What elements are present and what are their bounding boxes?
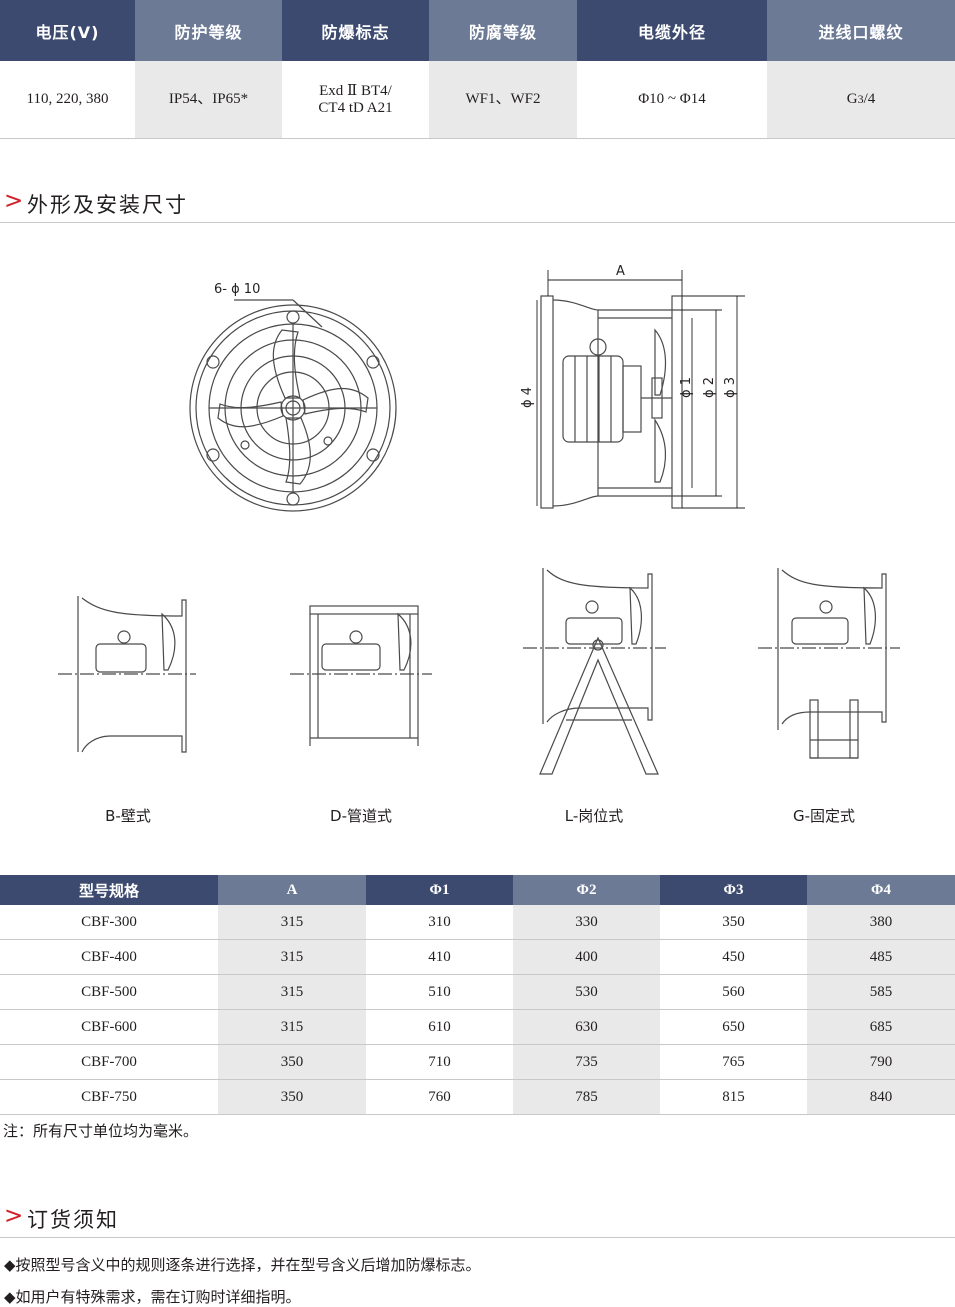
- dims-cell-phi3: 650: [722, 1018, 745, 1035]
- section-order-header: > 订货须知: [0, 1203, 955, 1238]
- dim-phi3-label: ϕ 3: [723, 377, 738, 398]
- table-row: CBF-600 315 610 630 650 685: [0, 1010, 955, 1045]
- dim-phi2-label: ϕ 2: [702, 377, 717, 398]
- dims-cell-a: 315: [218, 940, 366, 974]
- front-view-drawing: [189, 304, 397, 512]
- table-row: CBF-700 350 710 735 765 790: [0, 1045, 955, 1080]
- dims-cell-phi3: 765: [722, 1053, 745, 1070]
- dims-cell-model: CBF-750: [81, 1088, 137, 1105]
- spec-header-cable-diameter: 电缆外径: [577, 0, 767, 61]
- spec-inlet-thread-num: 3: [857, 92, 864, 106]
- dims-cell-a: 350: [218, 1045, 366, 1079]
- spec-table-header: 电压(V) 防护等级 防爆标志 防腐等级 电缆外径 进线口螺纹: [0, 0, 955, 61]
- spec-inlet-thread: G 3/4: [767, 61, 955, 138]
- spec-explosion-mark-line2: CT4 tD A21: [318, 99, 393, 116]
- spec-explosion-mark-line1: Exd Ⅱ BT4/: [319, 82, 392, 99]
- dims-header-a: A: [218, 875, 366, 905]
- dims-cell-phi2: 530: [513, 975, 660, 1009]
- dims-header-phi3: Φ3: [660, 875, 807, 905]
- dims-cell-phi2: 735: [513, 1045, 660, 1079]
- dims-cell-phi3: 815: [722, 1088, 745, 1105]
- dimensions-table-header: 型号规格 A Φ1 Φ2 Φ3 Φ4: [0, 875, 955, 905]
- mount-g-fixed-drawing: [758, 568, 900, 759]
- spec-explosion-mark: Exd Ⅱ BT4/ CT4 tD A21: [282, 61, 429, 138]
- dims-cell-model: CBF-300: [81, 913, 137, 930]
- dims-header-model: 型号规格: [0, 875, 218, 905]
- dims-cell-phi1: 760: [428, 1088, 451, 1105]
- spec-header-voltage: 电压(V): [0, 0, 135, 61]
- dims-cell-phi2: 330: [513, 905, 660, 939]
- mount-b-wall-drawing: [58, 596, 196, 753]
- dims-cell-phi1: 610: [428, 1018, 451, 1035]
- caption-l-post: L-岗位式: [564, 807, 624, 825]
- spec-inlet-thread-den: /4: [863, 91, 876, 107]
- dim-phi4-label: ϕ 4: [520, 387, 535, 408]
- dims-cell-model: CBF-400: [81, 948, 137, 965]
- dims-cell-phi1: 510: [428, 983, 451, 1000]
- dims-cell-phi4: 840: [807, 1080, 955, 1114]
- dims-cell-phi2: 785: [513, 1080, 660, 1114]
- table-row: CBF-400 315 410 400 450 485: [0, 940, 955, 975]
- caption-g-fixed: G-固定式: [792, 807, 856, 825]
- section-arrow-icon: >: [4, 188, 24, 214]
- spec-table-row: 110, 220, 380 IP54、IP65* Exd Ⅱ BT4/ CT4 …: [0, 61, 955, 139]
- dims-cell-phi4: 790: [807, 1045, 955, 1079]
- spec-header-anticorrosion: 防腐等级: [429, 0, 577, 61]
- mount-d-duct-drawing: [290, 605, 432, 746]
- spec-header-explosion-mark: 防爆标志: [282, 0, 429, 61]
- section-title: 外形及安装尺寸: [27, 193, 188, 217]
- dims-cell-phi1: 310: [428, 913, 451, 930]
- dims-cell-phi3: 350: [722, 913, 745, 930]
- dim-a-label: A: [616, 264, 625, 279]
- side-dimension-lines: [536, 270, 745, 509]
- spec-anticorrosion: WF1、WF2: [429, 61, 577, 138]
- section-title: 订货须知: [27, 1208, 119, 1232]
- front-leader-line: [292, 299, 323, 328]
- dims-cell-model: CBF-600: [81, 1018, 137, 1035]
- dims-cell-phi3: 560: [722, 983, 745, 1000]
- spec-header-protection: 防护等级: [135, 0, 282, 61]
- front-hole-label: 6- ϕ 10: [214, 282, 260, 297]
- dims-cell-phi4: 585: [807, 975, 955, 1009]
- spec-protection: IP54、IP65*: [135, 61, 282, 138]
- dims-cell-a: 315: [218, 905, 366, 939]
- spec-voltage: 110, 220, 380: [26, 91, 109, 107]
- spec-header-inlet-thread: 进线口螺纹: [767, 0, 955, 61]
- dims-cell-phi2: 630: [513, 1010, 660, 1044]
- spec-cable-diameter: Φ10 ~ Φ14: [638, 91, 706, 107]
- caption-b-wall: B-壁式: [105, 807, 151, 825]
- dims-cell-model: CBF-500: [81, 983, 137, 1000]
- dims-header-phi2: Φ2: [513, 875, 660, 905]
- caption-d-duct: D-管道式: [330, 807, 392, 825]
- dims-cell-phi4: 485: [807, 940, 955, 974]
- dims-cell-a: 350: [218, 1080, 366, 1114]
- drawings-svg: 6- ϕ 10 A ϕ 4 ϕ 1 ϕ 2 ϕ 3: [58, 264, 900, 775]
- table-row: CBF-750 350 760 785 815 840: [0, 1080, 955, 1115]
- dims-cell-a: 315: [218, 1010, 366, 1044]
- side-view-drawing: [540, 295, 683, 509]
- dims-cell-model: CBF-700: [81, 1053, 137, 1070]
- dims-cell-phi4: 685: [807, 1010, 955, 1044]
- dims-cell-phi2: 400: [513, 940, 660, 974]
- dim-phi1-label: ϕ 1: [679, 377, 694, 398]
- dims-header-phi1: Φ1: [366, 875, 513, 905]
- section-arrow-icon: >: [4, 1203, 24, 1229]
- dims-cell-phi1: 410: [428, 948, 451, 965]
- dims-cell-phi1: 710: [428, 1053, 451, 1070]
- table-row: CBF-500 315 510 530 560 585: [0, 975, 955, 1010]
- spec-inlet-thread-g: G: [846, 91, 858, 107]
- table-row: CBF-300 315 310 330 350 380: [0, 905, 955, 940]
- dims-cell-phi3: 450: [722, 948, 745, 965]
- section-outline-header: > 外形及安装尺寸: [0, 188, 955, 223]
- dims-header-phi4: Φ4: [807, 875, 955, 905]
- mount-l-post-drawing: [523, 568, 666, 775]
- units-note: 注：所有尺寸单位均为毫米。: [3, 1122, 199, 1140]
- dimensions-table: 型号规格 A Φ1 Φ2 Φ3 Φ4 CBF-300 315 310 330 350 38…: [0, 875, 955, 1115]
- order-note-1: ◆按照型号含义中的规则逐条进行选择，并在型号含义后增加防爆标志。: [4, 1256, 481, 1274]
- order-note-2: ◆如用户有特殊需求，需在订购时详细指明。: [4, 1288, 301, 1306]
- spec-table: 电压(V) 防护等级 防爆标志 防腐等级 电缆外径 进线口螺纹 110, 220…: [0, 0, 955, 139]
- dims-cell-phi4: 380: [807, 905, 955, 939]
- dims-cell-a: 315: [218, 975, 366, 1009]
